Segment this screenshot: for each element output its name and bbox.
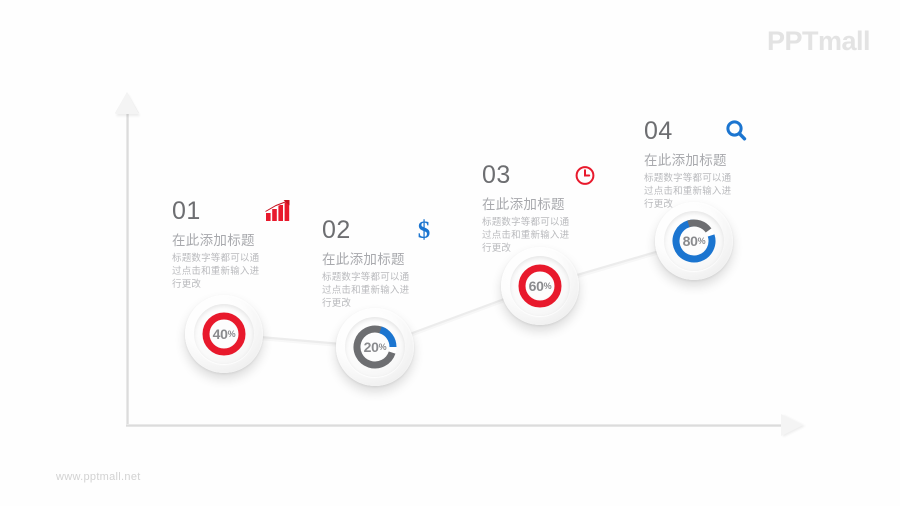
gauge-node-3[interactable]: 60% bbox=[501, 247, 579, 325]
step-title-2: 在此添加标题 bbox=[322, 252, 405, 267]
clock-icon bbox=[574, 164, 596, 186]
y-axis bbox=[115, 92, 139, 427]
dollar-sign-icon: $ bbox=[416, 217, 432, 243]
step-number-3: 03 bbox=[482, 160, 511, 189]
step-header-2: 02 $ bbox=[322, 215, 444, 245]
arrow-right-icon bbox=[781, 414, 803, 436]
search-magnifier-icon bbox=[724, 119, 748, 143]
step-number-2: 02 bbox=[322, 215, 351, 244]
step-desc-3: 标题数字等都可以通过点击和重新输入进行更改 bbox=[482, 217, 570, 255]
footer-url: www.pptmall.net bbox=[56, 471, 141, 483]
gauge-ring-2 bbox=[351, 323, 399, 371]
step-title-3: 在此添加标题 bbox=[482, 197, 565, 212]
bar-chart-growth-icon bbox=[264, 200, 290, 222]
step-block-2: 02 $ 在此添加标题 标题数字等都可以通过点击和重新输入进行更改 bbox=[322, 215, 444, 310]
step-desc-1: 标题数字等都可以通过点击和重新输入进行更改 bbox=[172, 253, 260, 291]
gauge-node-1[interactable]: 40% bbox=[185, 295, 263, 373]
gauge-node-2[interactable]: 20% bbox=[336, 308, 414, 386]
gauge-value-4: 80% bbox=[682, 233, 706, 249]
gauge-value-3: 60% bbox=[528, 278, 552, 294]
gauge-node-4[interactable]: 80% bbox=[655, 202, 733, 280]
svg-text:$: $ bbox=[418, 217, 431, 243]
step-header-4: 04 bbox=[644, 116, 766, 146]
step-block-1: 01 在此添加标题 标题数字等都可以通过点击和重新输入进行更改 bbox=[172, 196, 294, 291]
step-block-3: 03 在此添加标题 标题数字等都可以通过点击和重新输入进行更改 bbox=[482, 160, 604, 255]
step-block-4: 04 在此添加标题 标题数字等都可以通过点击和重新输入进行更改 bbox=[644, 116, 766, 211]
step-desc-2: 标题数字等都可以通过点击和重新输入进行更改 bbox=[322, 272, 410, 310]
gauge-ring-4 bbox=[670, 217, 718, 265]
gauge-value-2: 20% bbox=[363, 339, 387, 355]
gauge-ring-3 bbox=[516, 262, 564, 310]
pptmall-logo: PPTmall bbox=[766, 26, 871, 56]
x-axis bbox=[126, 424, 786, 427]
step-number-1: 01 bbox=[172, 196, 201, 225]
gauge-value-1: 40% bbox=[212, 326, 236, 342]
step-header-3: 03 bbox=[482, 160, 604, 190]
step-number-4: 04 bbox=[644, 116, 673, 145]
step-title-1: 在此添加标题 bbox=[172, 233, 255, 248]
gauge-ring-1 bbox=[200, 310, 248, 358]
step-header-1: 01 bbox=[172, 196, 294, 226]
step-desc-4: 标题数字等都可以通过点击和重新输入进行更改 bbox=[644, 173, 732, 211]
step-title-4: 在此添加标题 bbox=[644, 153, 727, 168]
arrow-up-icon bbox=[115, 92, 139, 114]
